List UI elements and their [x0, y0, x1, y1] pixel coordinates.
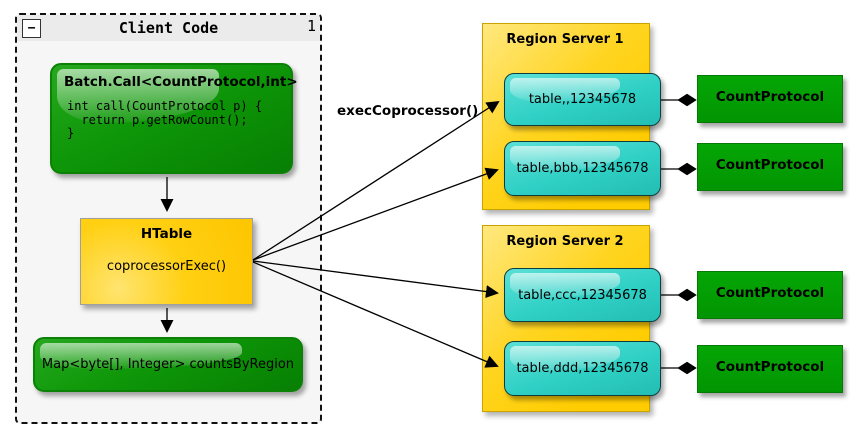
- htable-title: HTable: [140, 226, 193, 242]
- table-region-1-label: table,,12345678: [528, 92, 637, 107]
- batch-call-code-line: return p.getRowCount();: [67, 112, 248, 127]
- node-table-region-2[interactable]: table,bbb,12345678: [504, 141, 661, 196]
- region-server-1-title: Region Server 1: [506, 32, 624, 47]
- map-result-label: Map<byte[], Integer> countsByRegion: [41, 357, 295, 372]
- count-protocol-1-label: CountProtocol: [715, 89, 825, 105]
- batch-call-code-line: int call(CountProtocol p) {: [67, 99, 263, 113]
- count-protocol-3-label: CountProtocol: [715, 285, 825, 301]
- batch-call-code-line: }: [67, 126, 75, 140]
- node-htable[interactable]: HTable coprocessorExec(): [80, 218, 253, 305]
- htable-method: coprocessorExec(): [106, 259, 227, 274]
- collapse-group-button[interactable]: −: [22, 19, 41, 38]
- node-map-counts-by-region[interactable]: Map<byte[], Integer> countsByRegion: [33, 337, 303, 392]
- count-protocol-4-label: CountProtocol: [715, 359, 825, 375]
- node-region-server-1[interactable]: Region Server 1 table,,12345678 table,bb…: [482, 23, 662, 210]
- node-table-region-1[interactable]: table,,12345678: [504, 73, 661, 126]
- node-count-protocol-4[interactable]: CountProtocol: [697, 345, 843, 393]
- group-title-bar: − Client Code 1: [17, 15, 320, 41]
- batch-call-title: Batch.Call<CountProtocol,int>: [64, 74, 298, 90]
- table-region-4-label: table,ddd,12345678: [516, 361, 649, 376]
- table-region-2-label: table,bbb,12345678: [516, 161, 649, 176]
- table-region-3-label: table,ccc,12345678: [518, 287, 647, 303]
- node-region-server-2[interactable]: Region Server 2 table,ccc,12345678 table…: [482, 225, 662, 412]
- region-server-2-title: Region Server 2: [506, 234, 624, 249]
- count-protocol-2-label: CountProtocol: [715, 157, 825, 173]
- node-count-protocol-2[interactable]: CountProtocol: [697, 143, 843, 191]
- group-title: Client Code: [118, 19, 219, 37]
- edge-label-exec-coprocessor: execCoprocessor(): [337, 103, 479, 119]
- client-code-group: − Client Code 1 Batch.Call<CountProtocol…: [15, 13, 322, 424]
- node-table-region-4[interactable]: table,ddd,12345678: [504, 341, 661, 396]
- node-count-protocol-1[interactable]: CountProtocol: [697, 75, 843, 123]
- node-count-protocol-3[interactable]: CountProtocol: [697, 271, 843, 319]
- node-table-region-3[interactable]: table,ccc,12345678: [504, 268, 661, 322]
- node-batch-call[interactable]: Batch.Call<CountProtocol,int> int call(C…: [50, 63, 298, 174]
- group-badge: 1: [306, 17, 316, 35]
